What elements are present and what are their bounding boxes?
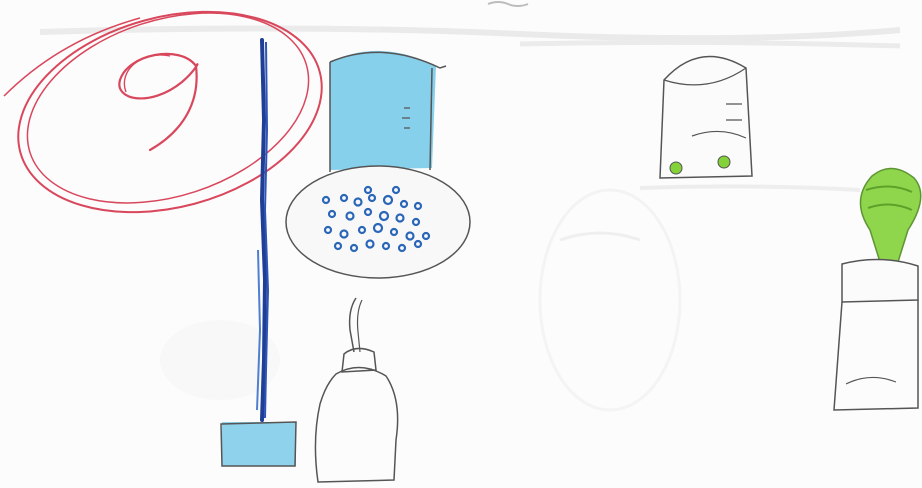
faint-header-strokes xyxy=(488,2,528,6)
dotted-oval-plate xyxy=(286,166,470,278)
green-dot-right xyxy=(718,156,730,168)
measuring-jar xyxy=(660,56,752,178)
blue-beaker xyxy=(330,51,446,172)
green-dot-left xyxy=(670,162,682,174)
stand-base xyxy=(221,422,296,466)
stand-pole xyxy=(257,40,268,420)
green-flask-stand xyxy=(834,168,921,410)
dropper-bottle xyxy=(315,298,397,482)
